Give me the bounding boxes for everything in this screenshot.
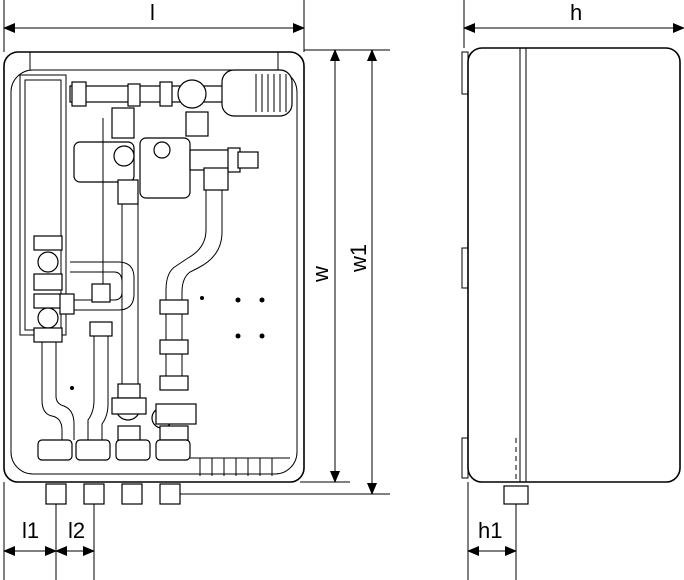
dimension-lines [3,0,684,580]
side-housing [467,47,681,483]
side-view [461,47,681,505]
front-housing-inner [10,69,298,475]
connection-block-2 [75,439,111,461]
front-view [3,51,305,505]
front-housing-outer [3,51,305,483]
connector-stub-3 [121,483,143,505]
dim-label-w1: w1 [346,244,371,273]
dim-label-l1: l1 [22,518,39,543]
dim-label-l2: l2 [68,518,85,543]
dim-label-h: h [570,0,582,25]
connection-block-3 [115,439,151,461]
dim-label-w: w [308,266,333,283]
side-connector-stub [503,485,529,505]
dim-label-h1: h1 [478,518,502,543]
dim-label-l: l [150,0,155,25]
connector-stub-2 [83,483,105,505]
pump-head [221,69,293,117]
connection-block-1 [37,439,73,461]
connector-stub-4 [159,483,181,505]
connector-stub-1 [45,483,67,505]
connection-block-4 [155,439,191,461]
